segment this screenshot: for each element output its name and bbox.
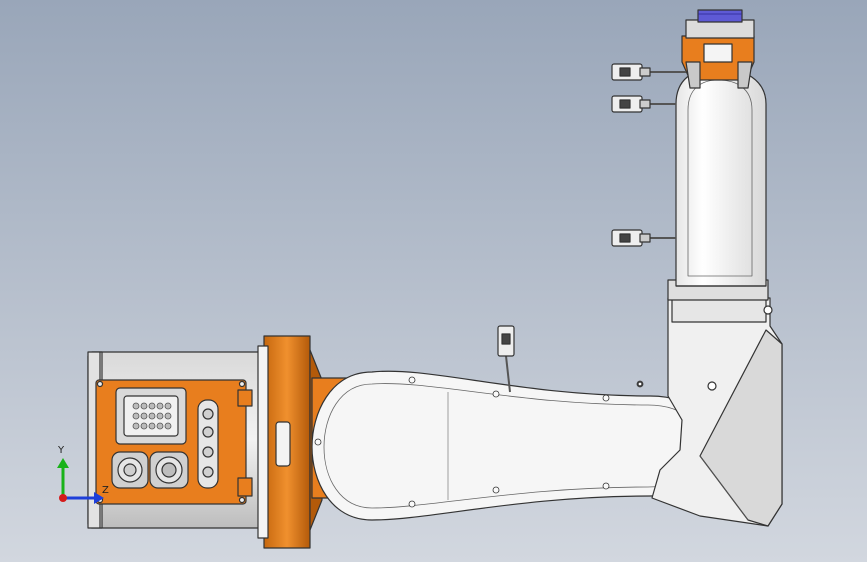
multi-pin-connector[interactable] <box>115 387 187 445</box>
connector-panel[interactable] <box>95 379 253 505</box>
tool-flange[interactable] <box>685 9 755 39</box>
cable-connector-3[interactable] <box>611 229 676 247</box>
y-axis-label: Y <box>57 445 65 456</box>
triad-origin <box>59 494 67 502</box>
forearm-link[interactable] <box>311 370 723 521</box>
round-connector-right[interactable] <box>149 451 189 489</box>
coordinate-triad: Y Z <box>57 445 109 504</box>
cable-connector-1[interactable] <box>611 63 686 81</box>
z-axis-label: Z <box>102 485 109 496</box>
upper-arm-link[interactable] <box>667 67 769 301</box>
cable-connector-2[interactable] <box>611 95 676 113</box>
round-connector-left[interactable] <box>111 451 149 489</box>
cable-connector-4[interactable] <box>497 325 515 393</box>
robot-model[interactable] <box>87 9 783 549</box>
z-axis-arrowhead <box>94 492 104 504</box>
io-port-strip[interactable] <box>197 399 219 489</box>
elbow-housing[interactable] <box>637 291 783 527</box>
y-axis-arrowhead <box>57 458 69 468</box>
wrist-joint[interactable] <box>681 35 755 89</box>
